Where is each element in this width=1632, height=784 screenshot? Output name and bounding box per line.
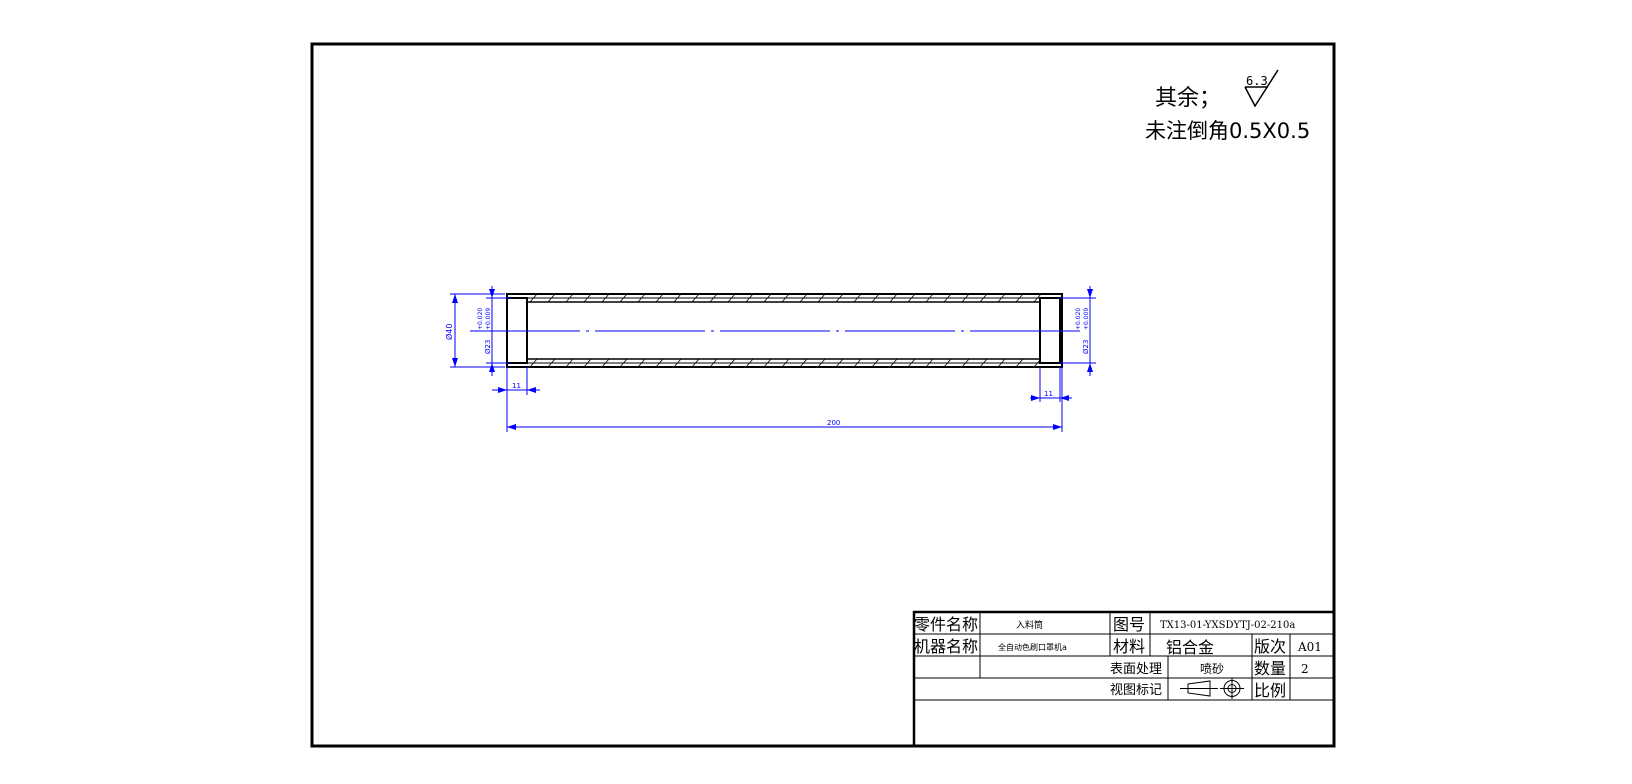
roughness-symbol-icon [1244, 69, 1279, 108]
right-tolerance-upper-label: +0.020 [1075, 308, 1082, 330]
part-name-value: 入料筒 [1016, 619, 1043, 631]
hatching-bottom [529, 358, 1042, 368]
hatch-line [673, 358, 682, 368]
hatch-line [871, 293, 880, 303]
scale-label: 比例 [1254, 681, 1286, 700]
hatching-top [529, 293, 1042, 303]
overall-length-label: 200 [827, 419, 840, 427]
quantity-label: 数量 [1254, 659, 1286, 678]
hatch-line [997, 293, 1006, 303]
view-mark-label: 视图标记 [1110, 683, 1162, 698]
right-step-length-label: 11 [1044, 390, 1053, 398]
machine-name-label: 机器名称 [914, 637, 978, 656]
hatch-line [781, 358, 790, 368]
hatch-line [565, 358, 574, 368]
tolerance-upper-label: +0.020 [477, 308, 484, 330]
hatch-line [691, 293, 700, 303]
hatch-line [817, 293, 826, 303]
hatch-line [907, 358, 916, 368]
hatch-line [583, 358, 592, 368]
drawing-number-label: 图号 [1113, 615, 1145, 634]
hatch-line [853, 358, 862, 368]
hatch-line [871, 358, 880, 368]
hatch-line [547, 358, 556, 368]
right-inner-diameter-label: Ø23 [1082, 340, 1090, 354]
quantity-value: 2 [1301, 662, 1309, 676]
roughness-value: 6.3 [1246, 74, 1268, 88]
part-name-label: 零件名称 [914, 615, 978, 634]
hatch-line [961, 293, 970, 303]
first-angle-projection-icon [1180, 678, 1244, 699]
tolerance-lower-label: +0.009 [485, 308, 492, 330]
hatch-line [601, 358, 610, 368]
hatch-line [673, 293, 682, 303]
hatch-line [709, 293, 718, 303]
version-value: A01 [1297, 640, 1322, 654]
hatch-line [943, 358, 952, 368]
material-value: 铝合金 [1166, 638, 1214, 657]
hatch-line [529, 293, 538, 303]
hatch-line [781, 293, 790, 303]
hatch-line [547, 293, 556, 303]
hatch-line [799, 358, 808, 368]
hatch-line [979, 358, 988, 368]
hatch-line [745, 358, 754, 368]
chamfer-note: 未注倒角0.5X0.5 [1145, 119, 1310, 143]
machine-name-value: 全自动色刷口罩机a [998, 642, 1067, 652]
hatch-line [619, 358, 628, 368]
hatch-line [853, 293, 862, 303]
drawing-border [310, 42, 1336, 748]
hatch-line [727, 358, 736, 368]
version-label: 版次 [1254, 637, 1286, 656]
hatch-line [763, 293, 772, 303]
hatch-line [763, 358, 772, 368]
hatch-line [925, 293, 934, 303]
left-step-length-label: 11 [512, 382, 521, 390]
hatch-line [799, 293, 808, 303]
hatch-line [619, 293, 628, 303]
hatch-line [889, 293, 898, 303]
hatch-line [943, 293, 952, 303]
dimensions [450, 286, 1096, 432]
hatch-line [565, 293, 574, 303]
hatch-line [925, 358, 934, 368]
hatch-line [601, 293, 610, 303]
part-view [470, 293, 1080, 368]
outer-diameter-label: Ø40 [444, 324, 454, 340]
hatch-line [997, 358, 1006, 368]
roughness-note-prefix: 其余； [1155, 86, 1221, 111]
surface-treatment-label: 表面处理 [1110, 662, 1162, 677]
hatch-line [655, 293, 664, 303]
hatch-line [1033, 293, 1042, 303]
hatch-line [835, 293, 844, 303]
hatch-line [889, 358, 898, 368]
hatch-line [637, 358, 646, 368]
right-tolerance-lower-label: +0.009 [1083, 308, 1090, 330]
hatch-line [1015, 358, 1024, 368]
hatch-line [691, 358, 700, 368]
hatch-line [979, 293, 988, 303]
hatch-line [961, 358, 970, 368]
hatch-line [817, 358, 826, 368]
hatch-line [1033, 358, 1042, 368]
drawing-number-value: TX13-01-YXSDYTJ-02-210a [1160, 620, 1295, 631]
dimension-arrows [452, 289, 1093, 430]
hatch-line [709, 358, 718, 368]
material-label: 材料 [1113, 637, 1145, 656]
hatch-line [745, 293, 754, 303]
hatch-line [727, 293, 736, 303]
hatch-line [907, 293, 916, 303]
surface-treatment-value: 喷砂 [1200, 662, 1224, 676]
hatch-line [583, 293, 592, 303]
hatch-line [835, 358, 844, 368]
title-block [912, 610, 1336, 748]
hatch-line [637, 293, 646, 303]
hatch-line [529, 358, 538, 368]
inner-diameter-label: Ø23 [484, 340, 492, 354]
hatch-line [1015, 293, 1024, 303]
hatch-line [655, 358, 664, 368]
